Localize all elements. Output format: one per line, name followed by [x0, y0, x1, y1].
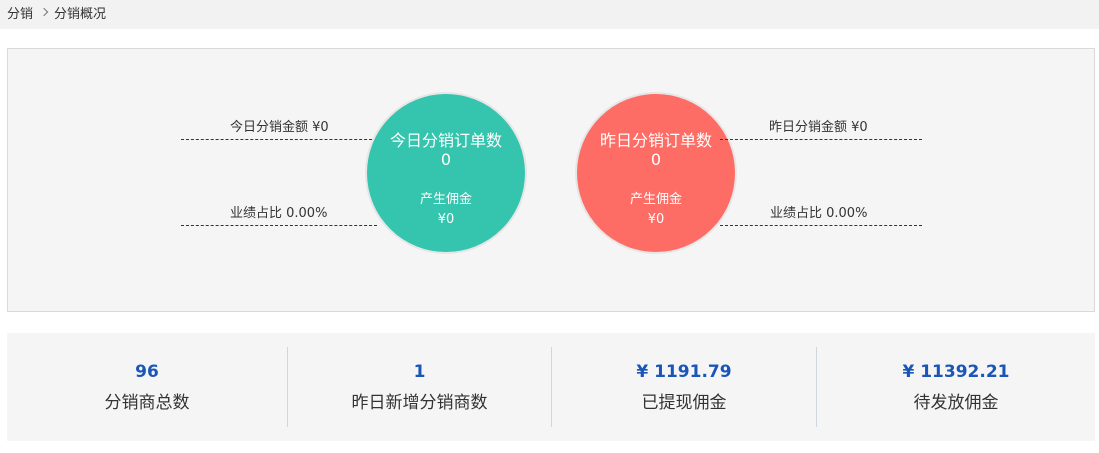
- summary-divider: [551, 347, 552, 427]
- yesterday-orders-title: 昨日分销订单数: [599, 131, 712, 150]
- summary-bar: 96 分销商总数 1 昨日新增分销商数 ¥ 1191.79 已提现佣金 ¥ 11…: [7, 333, 1095, 441]
- yesterday-ratio-leader-line: [720, 225, 922, 226]
- today-orders-count: 0: [440, 150, 452, 169]
- yesterday-commission-value: ¥0: [647, 212, 665, 227]
- chevron-right-icon: [39, 7, 49, 17]
- summary-total-distributors: 96 分销商总数: [7, 333, 287, 441]
- summary-label: 待发放佣金: [913, 393, 999, 413]
- summary-value: ¥ 1191.79: [636, 362, 732, 382]
- today-amount-leader-line: [181, 139, 377, 140]
- yesterday-ratio-label: 业绩占比 0.00%: [770, 206, 868, 221]
- today-amount-label: 今日分销金额 ¥0: [230, 120, 329, 135]
- today-orders-title: 今日分销订单数: [389, 131, 502, 150]
- today-ratio-leader-line: [181, 225, 377, 226]
- summary-new-distributors: 1 昨日新增分销商数: [288, 333, 551, 441]
- breadcrumb-root[interactable]: 分销: [7, 7, 34, 22]
- yesterday-orders-count: 0: [650, 150, 662, 169]
- summary-label: 昨日新增分销商数: [351, 393, 488, 413]
- breadcrumb: 分销 分销概况: [0, 0, 1099, 29]
- yesterday-commission-label: 产生佣金: [629, 192, 682, 207]
- summary-value: 1: [413, 362, 426, 382]
- summary-pending-commission: ¥ 11392.21 待发放佣金: [817, 333, 1095, 441]
- summary-value: ¥ 11392.21: [902, 362, 1010, 382]
- breadcrumb-current: 分销概况: [54, 7, 107, 22]
- today-orders-circle: 今日分销订单数 0 产生佣金 ¥0: [365, 92, 527, 254]
- overview-panel: 今日分销金额 ¥0 业绩占比 0.00% 今日分销订单数 0 产生佣金 ¥0 昨…: [7, 48, 1095, 312]
- yesterday-amount-leader-line: [720, 139, 922, 140]
- yesterday-amount-label: 昨日分销金额 ¥0: [769, 120, 868, 135]
- today-commission-value: ¥0: [437, 212, 455, 227]
- summary-label: 已提现佣金: [641, 393, 727, 413]
- summary-divider: [287, 347, 288, 427]
- summary-divider: [816, 347, 817, 427]
- summary-withdrawn-commission: ¥ 1191.79 已提现佣金: [552, 333, 816, 441]
- summary-label: 分销商总数: [104, 393, 190, 413]
- yesterday-orders-circle: 昨日分销订单数 0 产生佣金 ¥0: [575, 92, 737, 254]
- today-ratio-label: 业绩占比 0.00%: [230, 206, 328, 221]
- summary-value: 96: [135, 362, 159, 382]
- today-commission-label: 产生佣金: [419, 192, 472, 207]
